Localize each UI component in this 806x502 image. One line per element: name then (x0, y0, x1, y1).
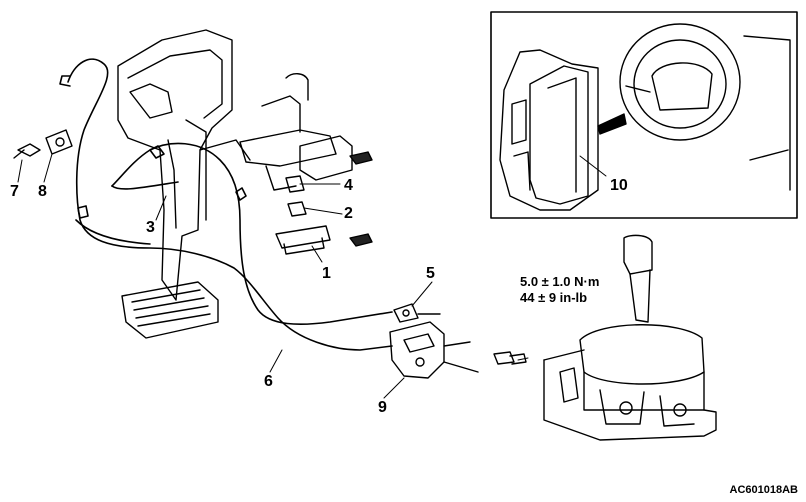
figure-id: AC601018AB (729, 484, 798, 496)
cable-adjuster-part5 (393, 303, 441, 323)
callout-8: 8 (38, 183, 47, 200)
leader-lines (17, 153, 607, 399)
pedal-bracket (117, 29, 251, 301)
inset-pointer-arrow (597, 113, 627, 135)
callout-6: 6 (264, 373, 273, 390)
callout-5: 5 (426, 265, 435, 282)
callout-2: 2 (344, 205, 353, 222)
callout-10: 10 (610, 177, 628, 194)
callout-7: 7 (10, 183, 19, 200)
shift-lock-mechanism-part9 (389, 321, 479, 379)
interlock-bracket-part1 (275, 225, 331, 255)
mounting-bolt (493, 351, 527, 365)
key-interlock-clip-part4 (285, 151, 373, 193)
retaining-clip-part7 (13, 143, 41, 159)
callout-1: 1 (322, 265, 331, 282)
lock-clip-part2 (287, 201, 373, 247)
cable-connector-part8 (45, 129, 73, 155)
callout-9: 9 (378, 399, 387, 416)
callout-3: 3 (146, 219, 155, 236)
brake-pedal-pad (121, 281, 219, 339)
torque-spec: 5.0 ± 1.0 N·m 44 ± 9 in-lb (520, 274, 599, 306)
shift-lock-cable (59, 58, 393, 351)
torque-spec-imperial: 44 ± 9 in-lb (520, 290, 588, 305)
callout-4: 4 (344, 177, 353, 194)
torque-spec-metric: 5.0 ± 1.0 N·m (520, 274, 600, 289)
shift-selector-assembly (543, 234, 717, 441)
inset-panel (490, 11, 798, 219)
steering-column-housing (239, 73, 353, 191)
